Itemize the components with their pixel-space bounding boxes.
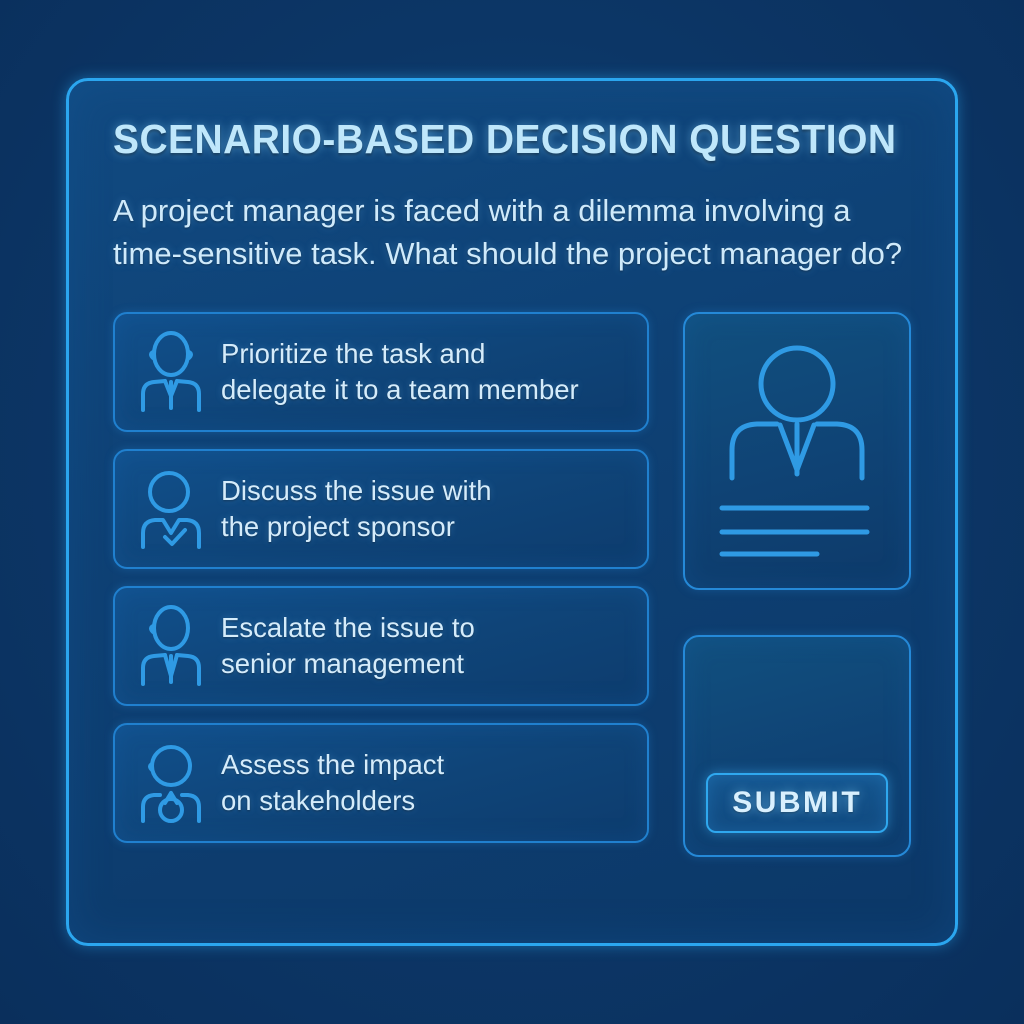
option-line-2b: the project sponsor xyxy=(221,510,455,542)
option-label-2: Discuss the issue with the project spons… xyxy=(221,473,492,543)
option-line-2a: Discuss the issue with xyxy=(221,475,492,507)
option-label-4: Assess the impact on stakeholders xyxy=(221,747,444,817)
option-line-3a: Escalate the issue to xyxy=(221,612,475,644)
option-card-1[interactable]: Prioritize the task and delegate it to a… xyxy=(113,311,650,432)
option-line-1a: Prioritize the task and xyxy=(221,338,486,370)
submit-panel: SUBMIT xyxy=(683,634,911,857)
option-line-4b: on stakeholders xyxy=(221,784,416,816)
option-line-1b: delegate it to a team member xyxy=(221,373,579,405)
option-card-4[interactable]: Assess the impact on stakeholders xyxy=(113,722,650,843)
profile-card xyxy=(683,311,911,590)
person-profile-icon xyxy=(719,345,870,557)
submit-button[interactable]: SUBMIT xyxy=(706,772,889,833)
option-card-3[interactable]: Escalate the issue to senior management xyxy=(113,585,650,706)
option-line-4a: Assess the impact xyxy=(221,749,445,781)
option-line-3b: senior management xyxy=(221,647,465,679)
side-column: SUBMIT xyxy=(683,311,911,857)
option-label-1: Prioritize the task and delegate it to a… xyxy=(221,336,579,406)
content-area: Prioritize the task and delegate it to a… xyxy=(113,311,911,857)
question-text: A project manager is faced with a dilemm… xyxy=(113,193,903,271)
option-label-3: Escalate the issue to senior management xyxy=(221,610,475,680)
person-badge-icon xyxy=(141,744,201,823)
person-tie-icon xyxy=(141,604,201,686)
person-tie-icon xyxy=(141,330,201,412)
page-title: SCENARIO-BASED DECISION QUESTION xyxy=(113,116,897,162)
option-card-2[interactable]: Discuss the issue with the project spons… xyxy=(113,448,650,569)
question-frame: SCENARIO-BASED DECISION QUESTION A proje… xyxy=(66,78,958,946)
options-list: Prioritize the task and delegate it to a… xyxy=(113,311,650,857)
person-check-icon xyxy=(141,470,201,549)
